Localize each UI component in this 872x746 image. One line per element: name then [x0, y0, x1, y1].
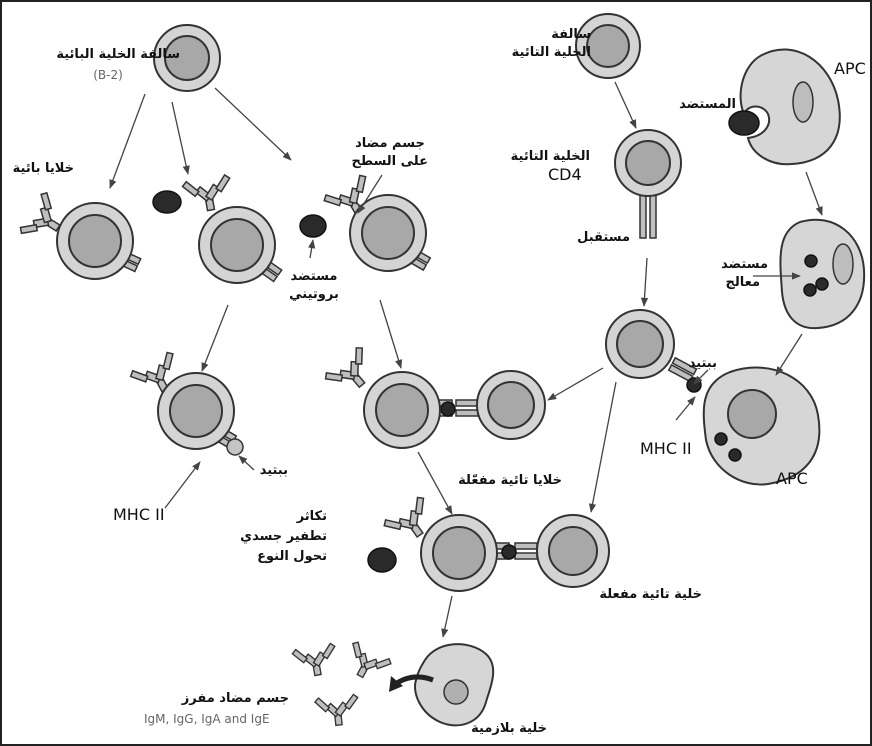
label-peptide-left: ببتيد [259, 463, 288, 478]
label-secreted-antibody: جسم مضاد مفرز [181, 691, 289, 706]
label-protein-antigen-1: مستضد [290, 269, 338, 284]
label-b-precursor-sub: (B-2) [93, 68, 123, 82]
label-process-1: تكاثر [296, 509, 327, 524]
label-mhc-left: MHC II [113, 505, 165, 524]
cd4-t-cell [614, 129, 682, 239]
label-peptide-right: ببتيد [688, 356, 717, 371]
label-b-cells: خلايا بائية [12, 161, 74, 176]
label-receptor: مستقبل [577, 230, 630, 245]
label-process-2: تطفير جسدي [240, 529, 327, 544]
label-processed-antigen-1: مستضد [721, 257, 768, 272]
label-cd4-cell-2: CD4 [548, 165, 582, 184]
label-plasma-cell: خلية بلازمية [471, 721, 547, 736]
flow-arrows [109, 81, 823, 638]
protein-antigen-blob [299, 214, 327, 238]
label-protein-antigen-2: بروتيني [289, 287, 339, 302]
activated-pair-middle [322, 344, 546, 449]
b-cell-1 [17, 189, 142, 280]
label-activated-t-cell: خلية تائية مفعلة [599, 587, 702, 602]
antigen-blob [152, 190, 182, 214]
plasma-cell [414, 643, 495, 727]
b-cell-precursor [153, 24, 221, 92]
label-apc-top: APC [834, 59, 866, 78]
label-processed-antigen-2: معالج [725, 275, 760, 290]
label-surface-antibody-1: جسم مضاد [355, 136, 425, 151]
peptide-right [686, 377, 702, 393]
label-surface-antibody-2: على السطح [351, 154, 428, 169]
peptide-left [226, 438, 244, 456]
label-cd4-cell-1: الخلية التائية [510, 149, 590, 164]
label-antigen: المستضد [679, 97, 736, 112]
label-t-precursor-2: الخلية التائية [511, 45, 591, 60]
antigen-blob-3 [728, 110, 760, 136]
label-t-precursor-1: سالفة [551, 27, 591, 42]
label-activated-t-cells: خلايا تائية مفعّلة [458, 473, 562, 488]
antigen-blob-2 [367, 547, 397, 573]
label-b-precursor: سالفة الخلية البائية [56, 47, 180, 62]
apc-processed [779, 218, 866, 330]
b-cell-3 [299, 172, 432, 272]
b-cell-mhc [128, 349, 244, 456]
t-cell-precursor [575, 13, 641, 79]
label-mhc-right: MHC II [640, 439, 692, 458]
activated-pair-bottom [367, 494, 610, 592]
label-process-3: تحول النوع [257, 549, 327, 564]
label-isotypes: IgM, IgG, IgA and IgE [144, 712, 270, 726]
label-apc-bottom: APC [776, 469, 808, 488]
b-cell-2 [152, 173, 283, 284]
t-cell-apc-complex [605, 309, 821, 486]
apc-top [728, 48, 841, 166]
secreted-antibodies [291, 639, 394, 728]
